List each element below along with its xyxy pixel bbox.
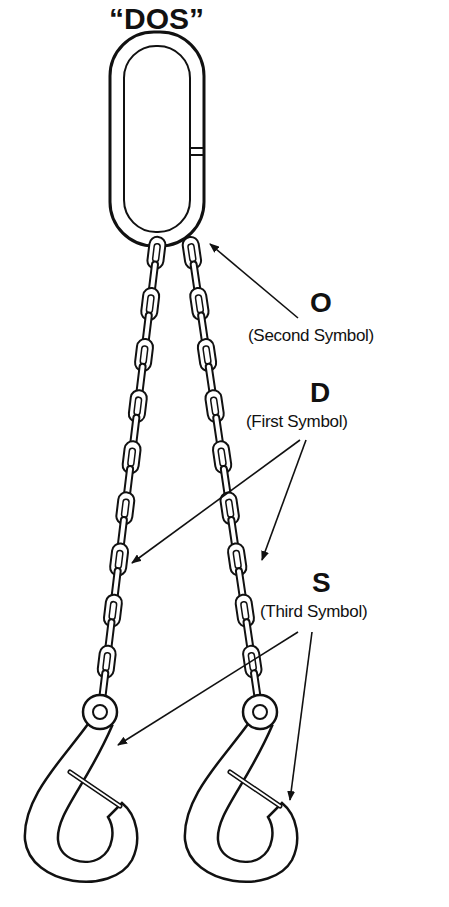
chain-legs [97,236,263,705]
master-link [110,32,204,246]
symbol-caption: (Third Symbol) [260,602,367,622]
sling-hook [185,695,297,882]
symbol-caption: (First Symbol) [246,412,348,432]
symbol-letter: D [310,378,330,408]
symbol-caption: (Second Symbol) [248,326,374,346]
symbol-letter: S [312,568,331,598]
sling-hook [25,695,137,882]
symbol-letter: O [310,288,332,318]
diagram-title: “DOS” [109,2,204,36]
